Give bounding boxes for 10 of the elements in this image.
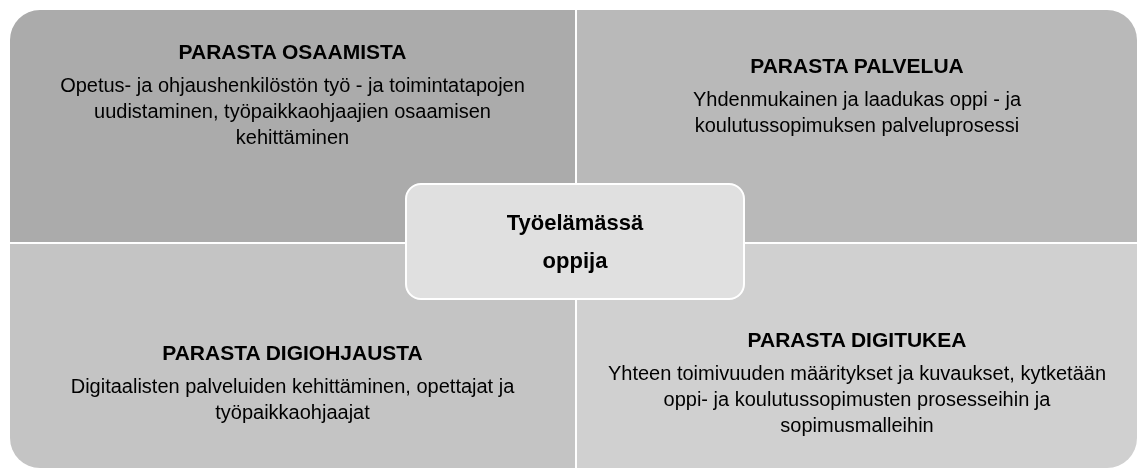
quadrant-description: Yhdenmukainen ja laadukas oppi - ja koulutussopimuksen palveluprosessi	[692, 87, 1022, 138]
quadrant-title: PARASTA DIGITUKEA	[747, 327, 967, 353]
quadrant-description: Yhteen toimivuuden määritykset ja kuvaukset, kytketään oppi- ja koulutussopimusten prosesseihin ja sopimusmalleihin	[606, 361, 1107, 438]
quadrant-title: PARASTA PALVELUA	[750, 53, 964, 79]
center-title: Työelämässä oppija	[505, 208, 645, 275]
quadrant-description: Digitaalisten palveluiden kehittäminen, opettajat ja työpaikkaohjaajat	[69, 374, 516, 425]
center-box	[405, 183, 745, 300]
quadrant-title: PARASTA OSAAMISTA	[178, 39, 407, 65]
quadrant-description: Opetus- ja ohjaushenkilöstön työ - ja toimintatapojen uudistaminen, työpaikkaohjaajien osaamisen kehittäminen	[59, 73, 526, 150]
quadrant-title: PARASTA DIGIOHJAUSTA	[162, 340, 423, 366]
